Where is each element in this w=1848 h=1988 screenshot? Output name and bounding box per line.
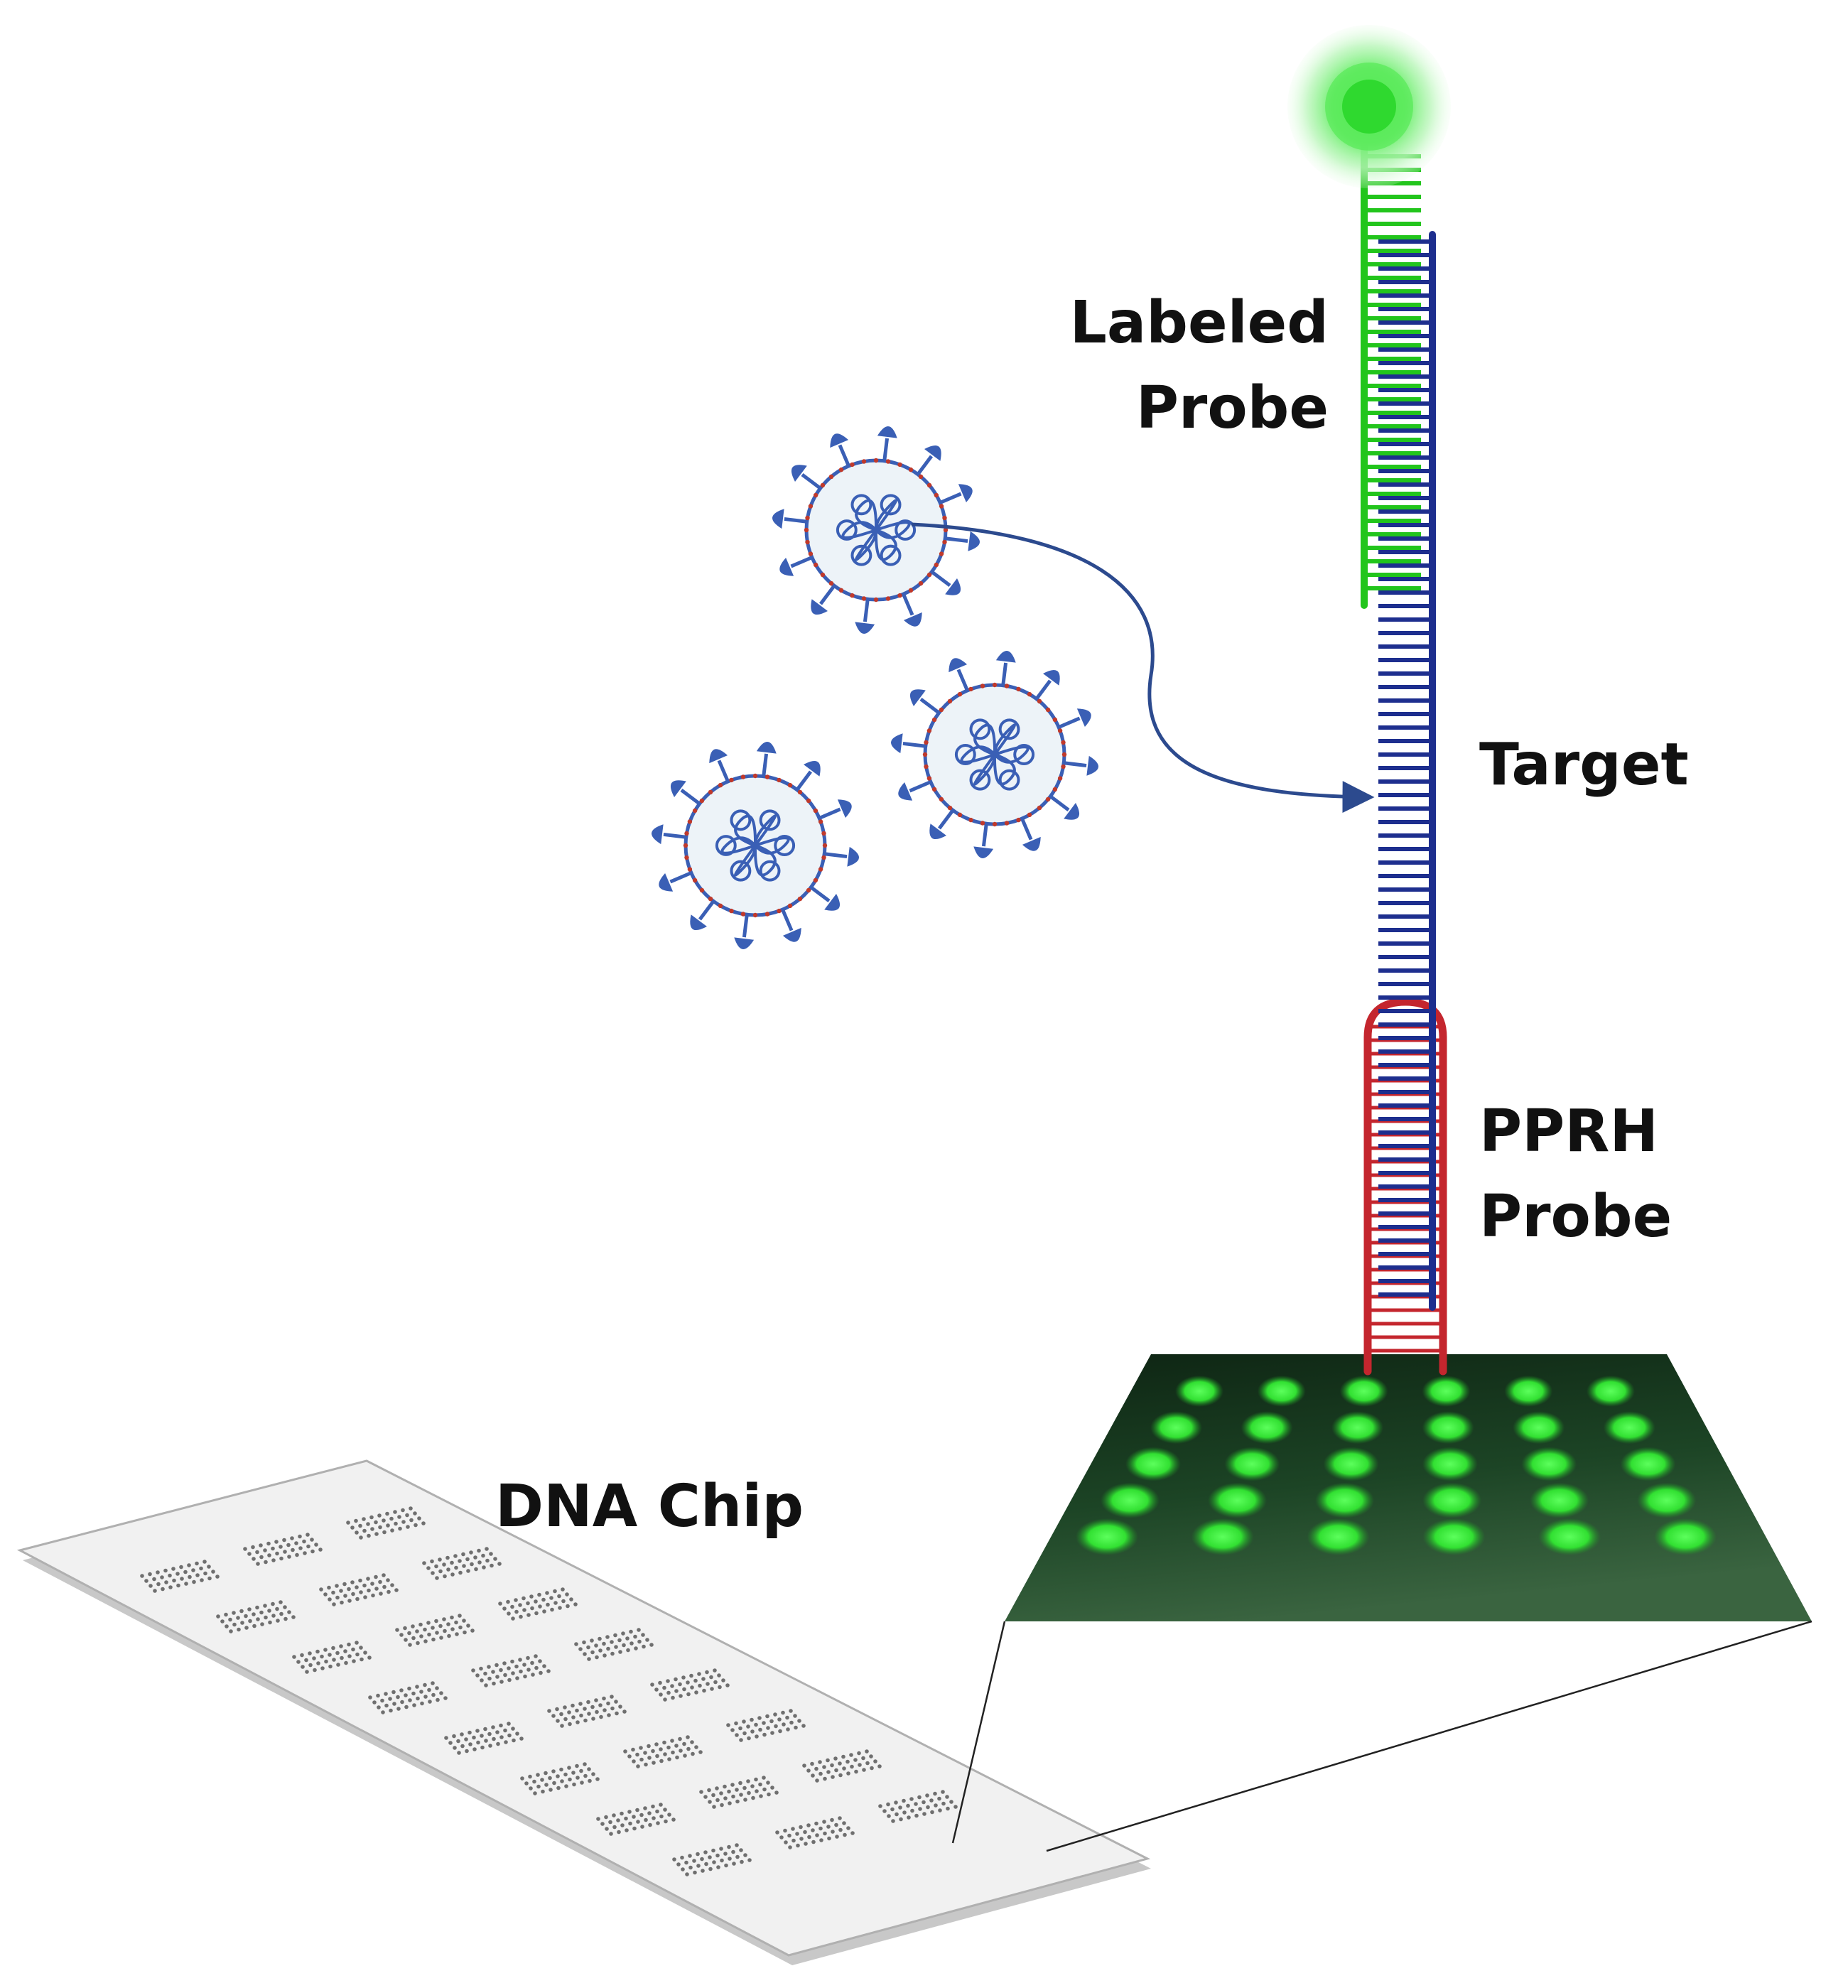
coronavirus-icon <box>652 742 859 949</box>
fluorescent-spots <box>1076 1376 1717 1555</box>
coronavirus-icon <box>891 651 1098 858</box>
chip-array-blocks <box>140 1506 958 1876</box>
fluorescent-spot <box>1241 1411 1293 1444</box>
pprh-probe-label-line1: PPRH <box>1479 1098 1658 1165</box>
fluorescent-spot <box>1513 1411 1565 1444</box>
coronavirus-icon <box>772 426 980 634</box>
fluorescent-spot <box>1101 1482 1160 1518</box>
fluorescent-spot <box>1637 1482 1697 1518</box>
chip-array-block <box>699 1776 779 1809</box>
zoom-line-right <box>1046 1620 1812 1852</box>
zoom-line-left <box>951 1621 1006 1844</box>
fluorescent-spot <box>1538 1518 1601 1555</box>
chip-array-block <box>650 1668 730 1702</box>
fluorescent-spot <box>1339 1376 1388 1407</box>
fluorescent-spot <box>1587 1376 1635 1407</box>
fluorescent-spot <box>1530 1482 1589 1518</box>
chip-array-block <box>422 1547 502 1580</box>
chip-array-block <box>216 1600 296 1633</box>
fluorescent-spot <box>1620 1447 1676 1481</box>
chip-array-block <box>574 1628 654 1661</box>
target-bases <box>1378 239 1432 1297</box>
virus-group <box>652 426 1098 949</box>
chip-array-block <box>243 1533 323 1566</box>
fluorescent-spot <box>1224 1447 1280 1481</box>
fluorescent-spot <box>1150 1411 1202 1444</box>
virus-to-target-arrow <box>911 522 1375 814</box>
fluorescent-spot <box>1175 1376 1223 1407</box>
fluorescent-spot <box>1315 1482 1375 1518</box>
fluorescent-spot <box>1257 1376 1306 1407</box>
chip-array-block <box>878 1790 958 1823</box>
chip-array-block <box>775 1816 855 1849</box>
fluorescent-spot <box>1125 1447 1181 1481</box>
chip-array-block <box>498 1587 578 1621</box>
fluorescent-spot <box>1422 1411 1474 1444</box>
fluorescent-spot <box>1422 1447 1478 1481</box>
labeled-probe-label-line2: Probe <box>1136 374 1329 442</box>
chip-array-block <box>547 1695 627 1728</box>
chip-array-block <box>395 1614 475 1647</box>
fluorescent-spot <box>1191 1518 1254 1555</box>
fluorescent-label-icon <box>1287 25 1451 188</box>
chip-array-block <box>596 1803 676 1836</box>
chip-array-block <box>520 1762 600 1795</box>
fluorescent-spot <box>1654 1518 1717 1555</box>
chip-array-block <box>319 1573 399 1606</box>
fluorescent-spot <box>1422 1518 1486 1555</box>
fluorescent-spot <box>1603 1411 1655 1444</box>
fluorescent-spot <box>1331 1411 1384 1444</box>
chip-array-block <box>368 1681 448 1714</box>
fluorescent-spot <box>1307 1518 1370 1555</box>
fluorescent-spot <box>1422 1482 1482 1518</box>
chip-array-block <box>140 1560 220 1593</box>
chip-array-block <box>726 1709 806 1742</box>
fluorescent-spot <box>1323 1447 1379 1481</box>
chip-array-block <box>672 1843 752 1876</box>
fluorescent-spot <box>1076 1518 1138 1555</box>
fluorescent-spot <box>1521 1447 1577 1481</box>
target-label: Target <box>1479 731 1689 799</box>
chip-array-block <box>802 1749 882 1783</box>
dna-chip-label: DNA Chip <box>495 1473 804 1540</box>
chip-array-block <box>471 1654 551 1687</box>
target-strand <box>1378 231 1436 1311</box>
microarray-zoom <box>951 1354 1812 1852</box>
fluorescent-spot <box>1208 1482 1268 1518</box>
dna-chip-slide <box>16 1459 1151 1965</box>
chip-array-block <box>444 1722 524 1755</box>
pprh-probe-label-line2: Probe <box>1479 1183 1672 1250</box>
chip-array-block <box>623 1735 703 1768</box>
labeled-probe-label-line1: Labeled <box>1070 289 1329 357</box>
chip-array-block <box>292 1641 372 1674</box>
fluorescent-spot <box>1504 1376 1553 1407</box>
chip-array-block <box>346 1506 426 1540</box>
fluorescent-spot <box>1422 1376 1471 1407</box>
